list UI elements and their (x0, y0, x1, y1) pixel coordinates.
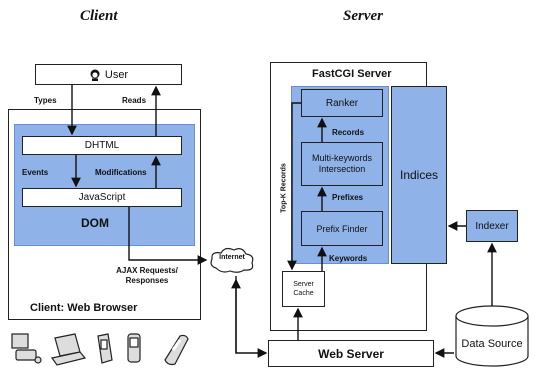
prefix-finder-label: Prefix Finder (316, 223, 368, 234)
ranker-label: Ranker (325, 97, 359, 109)
dhtml-label: DHTML (84, 140, 120, 151)
ajax-label: AJAX Requests/ Responses (116, 266, 178, 285)
user-label: User (104, 68, 129, 81)
internet-label: Internet (219, 254, 245, 261)
records-label: Records (332, 128, 365, 137)
phone-icon (127, 333, 141, 363)
indexer-box: Indexer (466, 210, 518, 242)
intersection-box: Multi-keywords Intersection (301, 142, 383, 186)
prefixes-label: Prefixes (332, 193, 364, 202)
server-cache-box: Server Cache (282, 271, 325, 307)
javascript-box: JavaScript (22, 188, 182, 207)
database-icon (455, 316, 529, 367)
types-label: Types (34, 96, 57, 105)
dom-label: DOM (81, 216, 109, 230)
laptop-icon (50, 333, 87, 366)
ranker-box: Ranker (301, 89, 383, 117)
user-icon (89, 69, 101, 81)
web-server-label: Web Server (318, 346, 384, 361)
internet-cloud: Internet (208, 246, 256, 274)
server-cache-label: Server Cache (293, 281, 314, 297)
data-source-cylinder: Data Source (454, 304, 530, 368)
data-source-label: Data Source (461, 338, 523, 350)
pda-icon (97, 333, 113, 364)
web-server-box: Web Server (268, 340, 434, 367)
dhtml-box: DHTML (22, 136, 182, 155)
reads-label: Reads (122, 96, 147, 105)
keywords-label: Keywords (329, 254, 368, 263)
fastcgi-title: FastCGI Server (312, 68, 392, 80)
device-row (10, 330, 220, 370)
browser-footer-label: Client: Web Browser (30, 302, 138, 314)
events-label: Events (22, 168, 49, 177)
indices-label: Indices (399, 168, 439, 182)
indexer-label: Indexer (475, 220, 509, 232)
prefix-finder-box: Prefix Finder (301, 211, 383, 246)
modifications-label: Modifications (95, 168, 147, 177)
client-heading: Client (80, 8, 118, 24)
javascript-label: JavaScript (78, 192, 126, 203)
cloud-icon (210, 247, 254, 273)
mobile-phone-icon (164, 334, 189, 366)
server-heading: Server (343, 8, 383, 24)
desktop-icon (11, 333, 42, 364)
user-box: User (35, 64, 182, 85)
indices-box: Indices (391, 86, 447, 264)
intersection-label: Multi-keywords Intersection (311, 153, 372, 174)
